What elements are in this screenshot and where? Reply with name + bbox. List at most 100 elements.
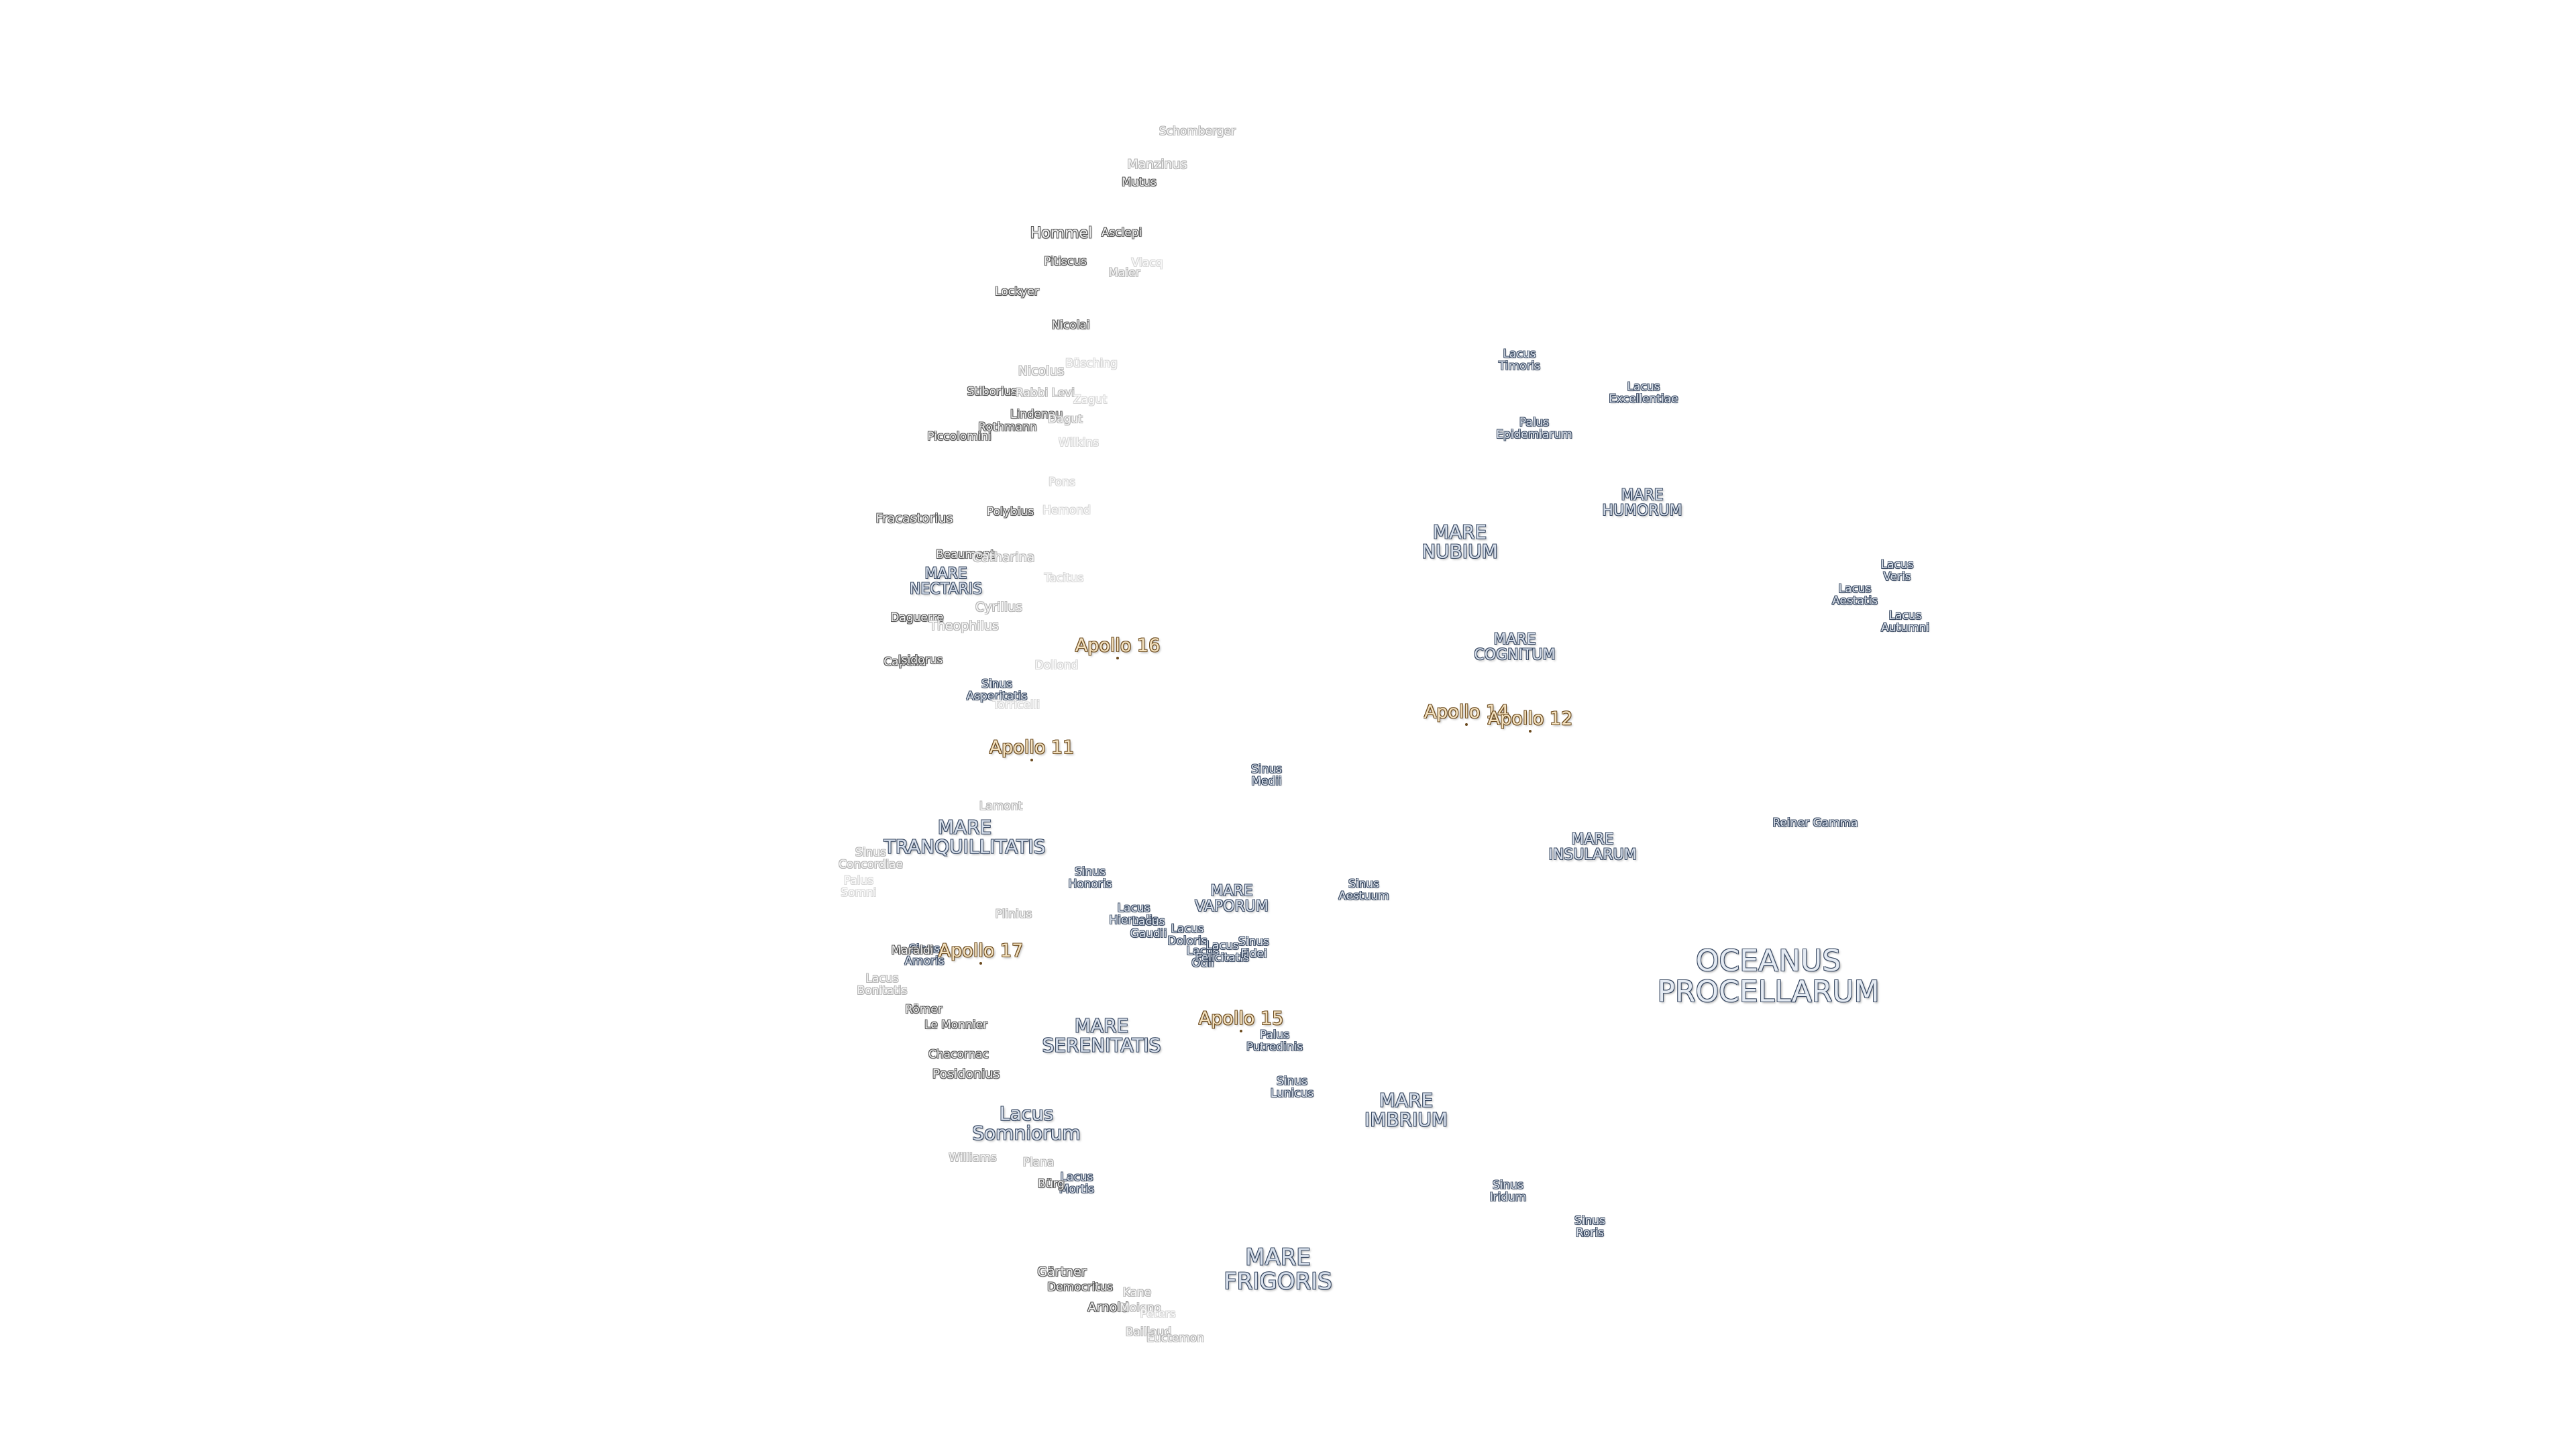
feature-label-lacus-excellentiae: Lacus Excellentiae bbox=[1609, 380, 1678, 406]
feature-label-maier: Maier bbox=[1108, 266, 1140, 280]
feature-label-posidonius: Posidonius bbox=[932, 1067, 1000, 1082]
feature-label-oceanus-procellarum: OCEANUS PROCELLARUM bbox=[1657, 943, 1880, 1009]
feature-label-moigno: Moigno bbox=[1120, 1301, 1161, 1316]
feature-label-cyrillus: Cyrillus bbox=[975, 600, 1023, 615]
feature-label-tacitus: Tacitus bbox=[1044, 572, 1084, 586]
feature-label-euctemon: Euctemon bbox=[1146, 1332, 1204, 1346]
feature-label-schomberger: Schomberger bbox=[1159, 125, 1236, 139]
feature-label-capella: Capella bbox=[883, 655, 926, 669]
feature-label-rabbi-levi: Rabbi Levi bbox=[1016, 386, 1075, 400]
feature-label-peters: Peters bbox=[1140, 1307, 1176, 1322]
feature-label-lindenau: Lindenau bbox=[1010, 408, 1063, 422]
feature-label-mare-tranquillitatis: MARE TRANQUILLITATIS bbox=[883, 816, 1046, 858]
feature-label-dagut: Dagut bbox=[1048, 413, 1083, 427]
feature-label-nicolai: Nicolai bbox=[1051, 319, 1090, 333]
feature-label-hemond: Hemond bbox=[1042, 504, 1091, 518]
feature-label-plinius: Plinius bbox=[995, 908, 1032, 922]
feature-label-piccolomini: Piccolomini bbox=[927, 430, 991, 444]
feature-label-sinus-honoris: Sinus Honoris bbox=[1068, 865, 1112, 891]
feature-label-sinus-roris: Sinus Roris bbox=[1574, 1214, 1605, 1240]
feature-label-reiner-gamma: Reiner Gamma bbox=[1772, 816, 1858, 830]
feature-label-kane: Kane bbox=[1122, 1286, 1152, 1300]
feature-label-theophilus: Theophilus bbox=[929, 619, 999, 634]
feature-label-lacus-gaudii: Lacus Gaudii bbox=[1130, 915, 1167, 941]
feature-label-isidorus: Isidorus bbox=[898, 653, 943, 667]
feature-label-mare-vaporum: MARE VAPORUM bbox=[1195, 882, 1269, 915]
feature-label-beaumont: Beaumont bbox=[936, 548, 995, 562]
feature-label-lacus-mortis: Lacus Mortis bbox=[1059, 1171, 1095, 1196]
feature-label-lacus-hiemalis: Lacus Hiemalis bbox=[1109, 902, 1159, 927]
feature-label-mare-nubium: MARE NUBIUM bbox=[1421, 521, 1498, 563]
feature-label-fracastorius: Fracastorius bbox=[875, 511, 953, 527]
feature-label-sinus-asperitatis: Sinus Asperitatis bbox=[966, 678, 1028, 703]
landing-site-marker bbox=[1116, 657, 1119, 659]
landing-site-marker bbox=[1529, 730, 1532, 733]
landing-site-marker bbox=[1030, 759, 1033, 761]
feature-label-buerg: Bürg bbox=[1038, 1177, 1065, 1191]
feature-label-palus-epidemiarum: Palus Epidemiarum bbox=[1496, 416, 1572, 441]
feature-label-palus-somni: Palus Somni bbox=[841, 874, 877, 900]
feature-label-sinus-concordiae: Sinus Concordiae bbox=[839, 846, 903, 871]
feature-label-asclepi: Asclepi bbox=[1101, 226, 1142, 240]
feature-label-lacus-odii: Lacus Odii bbox=[1186, 945, 1220, 970]
feature-label-mutus: Mutus bbox=[1122, 176, 1157, 190]
landing-site-apollo-17: Apollo 17 bbox=[938, 940, 1024, 961]
feature-label-palus-putredinis: Palus Putredinis bbox=[1246, 1028, 1303, 1054]
feature-label-gaertner: Gärtner bbox=[1037, 1265, 1087, 1280]
feature-label-lacus-timoris: Lacus Timoris bbox=[1498, 347, 1541, 373]
landing-site-marker bbox=[979, 962, 982, 965]
feature-label-nicolus: Nicolus bbox=[1018, 364, 1065, 379]
feature-label-mare-insularum: MARE INSULARUM bbox=[1548, 830, 1637, 863]
feature-label-lacus-autumni: Lacus Autumni bbox=[1881, 609, 1929, 635]
feature-label-sinus-amoris: Sinus Amoris bbox=[904, 943, 945, 968]
landing-site-marker bbox=[1240, 1030, 1242, 1032]
feature-label-daguerre: Daguerre bbox=[890, 611, 944, 625]
feature-label-hommel: Hommel bbox=[1030, 225, 1093, 242]
feature-label-mare-imbrium: MARE IMBRIUM bbox=[1364, 1089, 1448, 1131]
feature-label-lacus-bonitatis: Lacus Bonitatis bbox=[857, 972, 908, 998]
feature-label-sinus-medii: Sinus Medii bbox=[1251, 763, 1282, 788]
feature-label-buesching: Büsching bbox=[1065, 357, 1118, 371]
feature-label-pitiscus: Pitiscus bbox=[1044, 255, 1087, 269]
feature-label-mare-cognitum: MARE COGNITUM bbox=[1474, 631, 1556, 663]
feature-label-roemer: Römer bbox=[905, 1003, 943, 1017]
feature-label-stiborius: Stiborius bbox=[967, 385, 1018, 399]
landing-site-apollo-14: Apollo 14 bbox=[1424, 701, 1509, 722]
feature-label-polybius: Polybius bbox=[987, 505, 1034, 519]
feature-label-dollond: Dollond bbox=[1034, 659, 1079, 673]
landing-site-apollo-15: Apollo 15 bbox=[1198, 1008, 1284, 1029]
feature-label-mare-serenitatis: MARE SERENITATIS bbox=[1042, 1014, 1161, 1057]
feature-label-manzinus: Manzinus bbox=[1127, 157, 1187, 172]
feature-label-sinus-fidei: Sinus Fidei bbox=[1238, 935, 1269, 961]
feature-label-sinus-iridum: Sinus Iridum bbox=[1489, 1179, 1527, 1204]
feature-label-mare-nectaris: MARE NECTARIS bbox=[909, 565, 983, 598]
feature-label-mare-humorum: MARE HUMORUM bbox=[1602, 486, 1682, 519]
feature-label-lacus-aestatis: Lacus Aestatis bbox=[1832, 582, 1878, 608]
feature-label-lacus-felicitatis: Lacus Felicitatis bbox=[1195, 939, 1250, 965]
feature-label-lamont: Lamont bbox=[979, 800, 1023, 814]
landing-site-apollo-16: Apollo 16 bbox=[1075, 635, 1161, 656]
feature-label-rothmann: Rothmann bbox=[978, 421, 1037, 435]
feature-label-lacus-somniorum: Lacus Somniorum bbox=[972, 1102, 1081, 1144]
feature-label-torricelli: Torricelli bbox=[992, 698, 1040, 712]
feature-label-arnold: Arnold bbox=[1087, 1300, 1129, 1316]
feature-label-baillaud: Baillaud bbox=[1125, 1326, 1172, 1340]
feature-label-catharina: Catharina bbox=[972, 550, 1035, 566]
feature-label-chacornac: Chacornac bbox=[928, 1048, 989, 1062]
feature-label-wilkins: Wilkins bbox=[1058, 436, 1099, 450]
feature-label-lacus-doloris: Lacus Doloris bbox=[1167, 922, 1208, 948]
feature-label-sinus-lunicus: Sinus Lunicus bbox=[1270, 1075, 1314, 1100]
feature-label-williams: Williams bbox=[949, 1151, 997, 1165]
feature-label-sinus-aestuum: Sinus Aestuum bbox=[1338, 877, 1389, 903]
feature-label-vlacq: Vlacq bbox=[1131, 256, 1163, 270]
feature-label-lockyer: Lockyer bbox=[995, 285, 1039, 299]
feature-label-zagut: Zagut bbox=[1073, 393, 1108, 407]
feature-label-mare-frigoris: MARE FRIGORIS bbox=[1224, 1244, 1332, 1295]
landing-site-apollo-11: Apollo 11 bbox=[989, 737, 1075, 758]
feature-label-le-monnier: Le Monnier bbox=[924, 1018, 987, 1032]
feature-label-plana: Plana bbox=[1022, 1156, 1055, 1170]
feature-label-pons: Pons bbox=[1049, 476, 1075, 490]
landing-site-marker bbox=[1465, 723, 1468, 726]
feature-label-maraldi: Maraldi bbox=[891, 944, 934, 958]
